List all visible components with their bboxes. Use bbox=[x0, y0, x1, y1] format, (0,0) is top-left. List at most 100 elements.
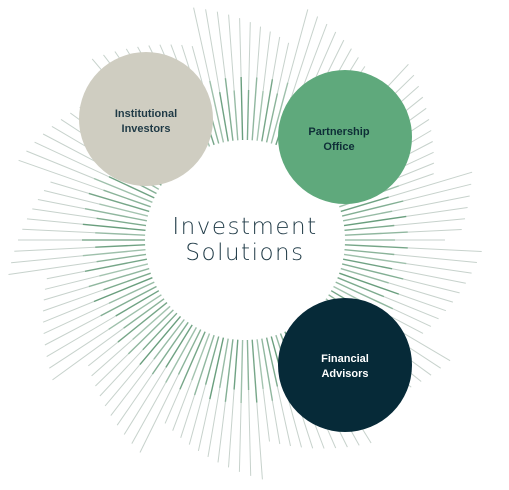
ray-outer bbox=[46, 270, 86, 280]
node-circle-financial-advisors bbox=[278, 298, 412, 432]
node-circle-institutional-investors bbox=[79, 52, 213, 186]
ray-outer bbox=[116, 373, 153, 426]
ray-inner bbox=[108, 294, 162, 330]
ray-outer bbox=[406, 263, 472, 274]
ray-outer bbox=[123, 367, 167, 435]
ray-inner bbox=[84, 208, 148, 222]
ray-outer bbox=[228, 389, 235, 468]
center-title-line1: Investment bbox=[172, 214, 317, 240]
ray-inner bbox=[261, 79, 274, 142]
ray-inner bbox=[96, 217, 147, 227]
ray-inner bbox=[240, 339, 244, 404]
ray-inner bbox=[261, 338, 274, 401]
ray-inner bbox=[340, 196, 389, 213]
ray-outer bbox=[248, 389, 252, 476]
ray-outer bbox=[287, 9, 309, 83]
ray-outer bbox=[104, 364, 141, 407]
ray-outer bbox=[407, 247, 482, 252]
ray-inner bbox=[88, 267, 150, 288]
ray-inner bbox=[127, 309, 174, 355]
ray-inner bbox=[233, 339, 239, 390]
ray-inner bbox=[108, 176, 155, 199]
ray-inner bbox=[108, 281, 155, 304]
ray-inner bbox=[93, 277, 153, 303]
node-label-line1: Financial bbox=[321, 353, 369, 365]
center-circle bbox=[150, 145, 340, 335]
ray-outer bbox=[407, 229, 462, 233]
ray-inner bbox=[103, 272, 151, 291]
ray-outer bbox=[91, 339, 134, 377]
ray-inner bbox=[344, 244, 408, 249]
ray-inner bbox=[153, 319, 185, 360]
ray-outer bbox=[43, 302, 110, 335]
ray-inner bbox=[177, 329, 202, 375]
ray-outer bbox=[207, 387, 221, 457]
ray-inner bbox=[251, 339, 258, 403]
ray-outer bbox=[256, 402, 263, 480]
ray-outer bbox=[18, 159, 104, 191]
ray-inner bbox=[344, 249, 395, 256]
ray-outer bbox=[398, 293, 447, 312]
ray-inner bbox=[340, 267, 389, 284]
ray-outer bbox=[228, 14, 235, 91]
ray-inner bbox=[117, 302, 168, 343]
ray-inner bbox=[341, 263, 404, 280]
ray-inner bbox=[123, 298, 165, 329]
node-partnership-office[interactable]: Partnership Office bbox=[278, 70, 412, 204]
ray-inner bbox=[342, 210, 393, 222]
ray-inner bbox=[103, 189, 151, 208]
ray-outer bbox=[42, 133, 101, 165]
ray-inner bbox=[265, 93, 279, 143]
node-institutional-investors[interactable]: Institutional Investors bbox=[79, 52, 213, 186]
ray-outer bbox=[271, 36, 281, 80]
ray-outer bbox=[394, 218, 466, 226]
center-title-line2: Solutions bbox=[185, 240, 304, 266]
node-circle-partnership-office bbox=[278, 70, 412, 204]
node-financial-advisors[interactable]: Financial Advisors bbox=[278, 298, 412, 432]
ray-outer bbox=[8, 261, 97, 275]
ray-inner bbox=[204, 336, 220, 385]
ray-outer bbox=[276, 42, 290, 94]
ray-outer bbox=[403, 278, 460, 294]
ray-inner bbox=[139, 315, 182, 366]
ray-outer bbox=[216, 11, 226, 79]
ray-outer bbox=[26, 218, 83, 225]
ray-inner bbox=[93, 177, 153, 203]
ray-inner bbox=[193, 334, 215, 396]
ray-inner bbox=[191, 333, 211, 381]
ray-inner bbox=[224, 78, 234, 141]
ray-inner bbox=[99, 263, 149, 277]
ray-inner bbox=[99, 203, 149, 217]
node-label-line2: Investors bbox=[122, 123, 171, 135]
ray-outer bbox=[52, 327, 124, 381]
ray-outer bbox=[164, 389, 181, 424]
ray-inner bbox=[95, 244, 146, 248]
ray-outer bbox=[110, 358, 155, 416]
ray-outer bbox=[239, 18, 242, 78]
ray-inner bbox=[224, 339, 234, 402]
ray-outer bbox=[188, 384, 207, 445]
ray-outer bbox=[392, 308, 432, 327]
ray-inner bbox=[165, 324, 193, 368]
ray-outer bbox=[398, 173, 434, 187]
ray-outer bbox=[287, 397, 302, 448]
ray-outer bbox=[290, 16, 319, 98]
ray-outer bbox=[383, 296, 439, 320]
ray-outer bbox=[26, 150, 95, 179]
ray-inner bbox=[233, 90, 239, 141]
ray-outer bbox=[276, 386, 291, 447]
node-label-line1: Partnership bbox=[308, 126, 369, 138]
ray-outer bbox=[392, 268, 466, 284]
ray-outer bbox=[43, 190, 100, 205]
ray-inner bbox=[251, 77, 258, 141]
node-label-line1: Institutional bbox=[115, 108, 177, 120]
ray-inner bbox=[246, 339, 250, 391]
ray-outer bbox=[392, 195, 470, 212]
ray-outer bbox=[205, 9, 221, 93]
ray-inner bbox=[240, 76, 244, 141]
ray-outer bbox=[44, 315, 101, 346]
ray-outer bbox=[403, 183, 472, 202]
ray-outer bbox=[42, 289, 104, 312]
ray-inner bbox=[342, 258, 393, 270]
ray-outer bbox=[46, 315, 116, 358]
